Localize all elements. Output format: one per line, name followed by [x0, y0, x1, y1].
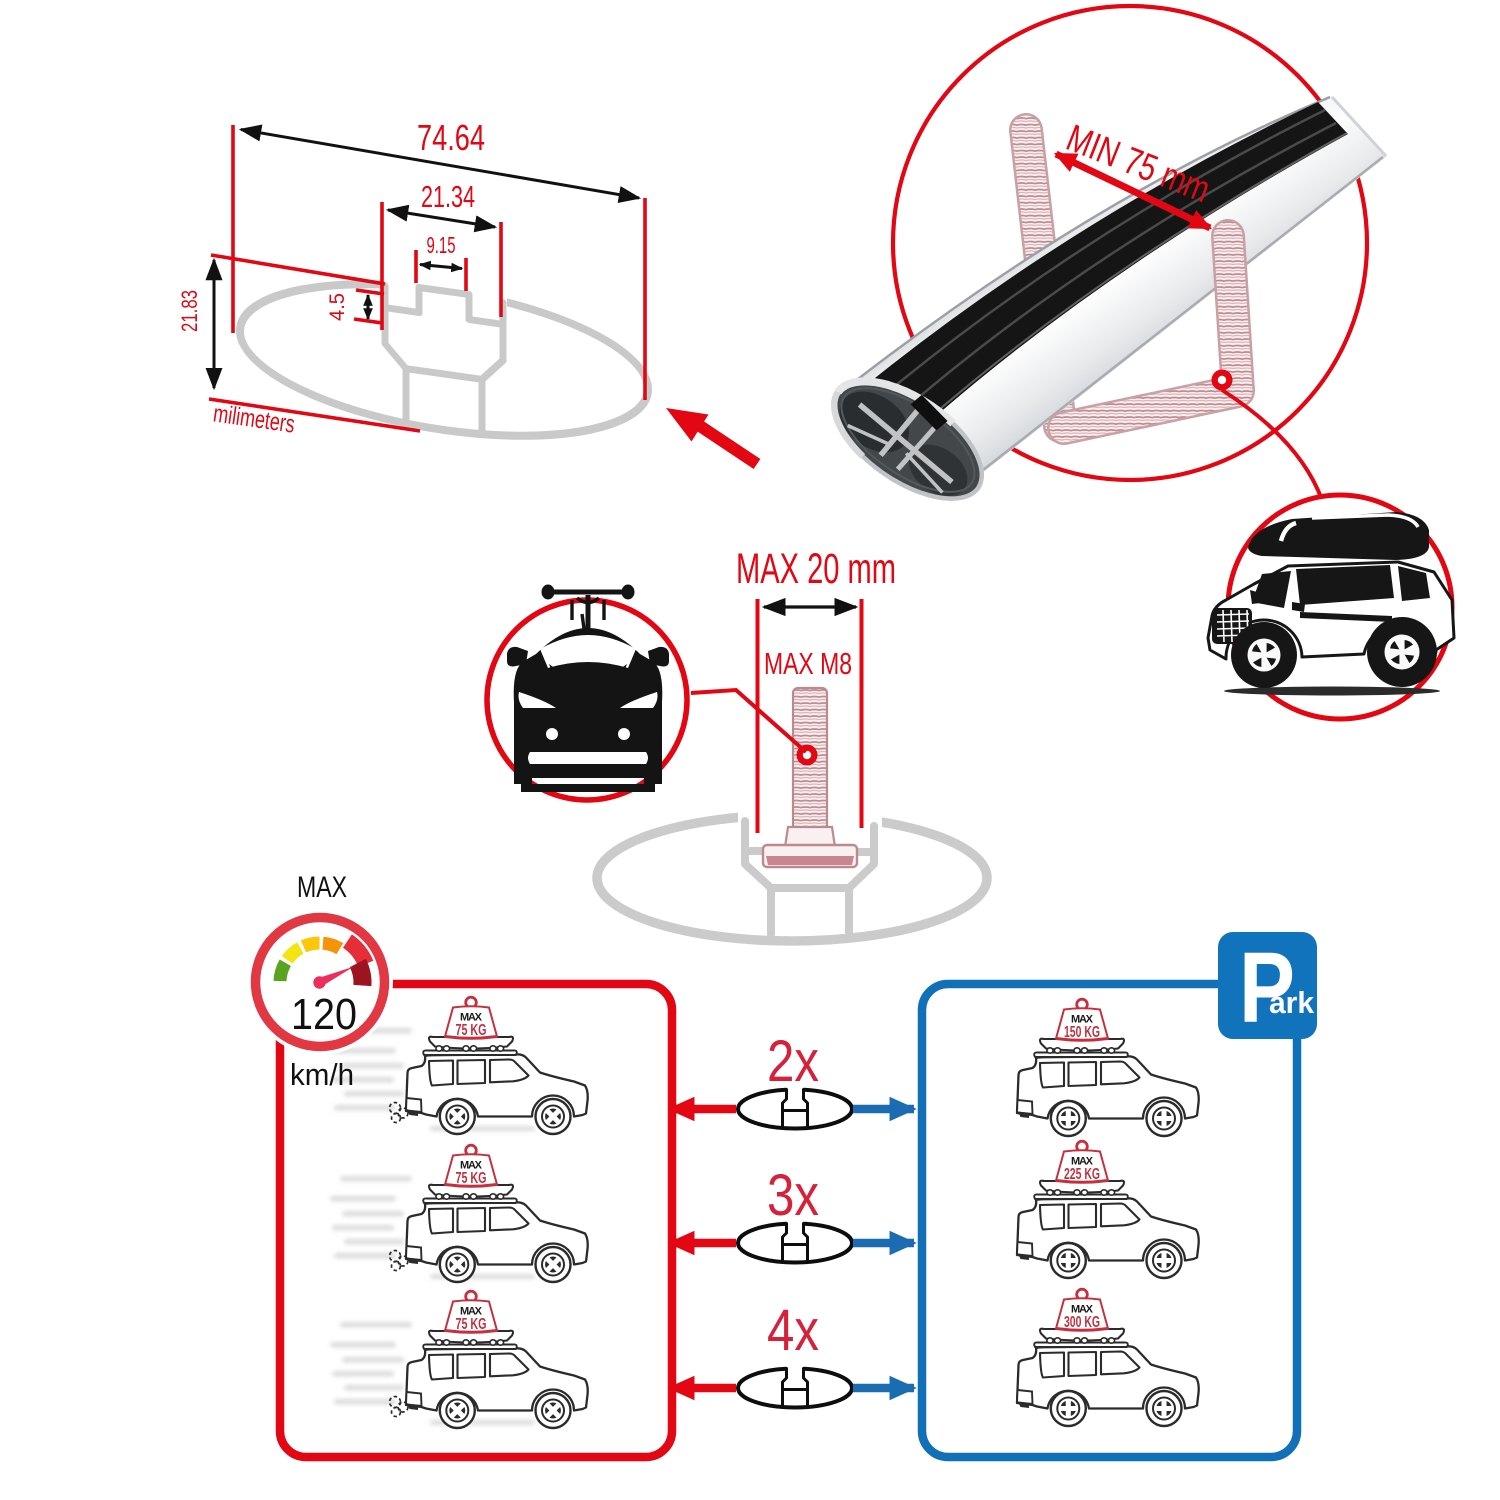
svg-text:P: P	[1239, 932, 1295, 1044]
svg-text:MAX: MAX	[297, 871, 347, 904]
svg-text:ark: ark	[1269, 985, 1315, 1020]
svg-text:225 KG: 225 KG	[1064, 1166, 1100, 1183]
svg-text:75 KG: 75 KG	[456, 1316, 487, 1333]
svg-text:km/h: km/h	[290, 1057, 354, 1092]
svg-text:21.83: 21.83	[177, 290, 202, 332]
svg-text:74.64: 74.64	[417, 117, 485, 158]
svg-text:MAX M8: MAX M8	[764, 646, 852, 681]
svg-text:4.5: 4.5	[326, 293, 349, 321]
svg-text:9.15: 9.15	[427, 232, 456, 258]
svg-text:75 KG: 75 KG	[456, 1022, 487, 1039]
svg-text:3x: 3x	[767, 1163, 819, 1228]
svg-text:300 KG: 300 KG	[1064, 1314, 1100, 1331]
svg-text:21.34: 21.34	[421, 179, 475, 214]
svg-text:2x: 2x	[767, 1029, 819, 1094]
svg-text:120: 120	[291, 990, 357, 1039]
svg-text:75 KG: 75 KG	[456, 1170, 487, 1187]
svg-text:4x: 4x	[767, 1298, 819, 1363]
svg-text:MAX 20 mm: MAX 20 mm	[736, 545, 896, 593]
svg-text:150 KG: 150 KG	[1064, 1024, 1100, 1041]
